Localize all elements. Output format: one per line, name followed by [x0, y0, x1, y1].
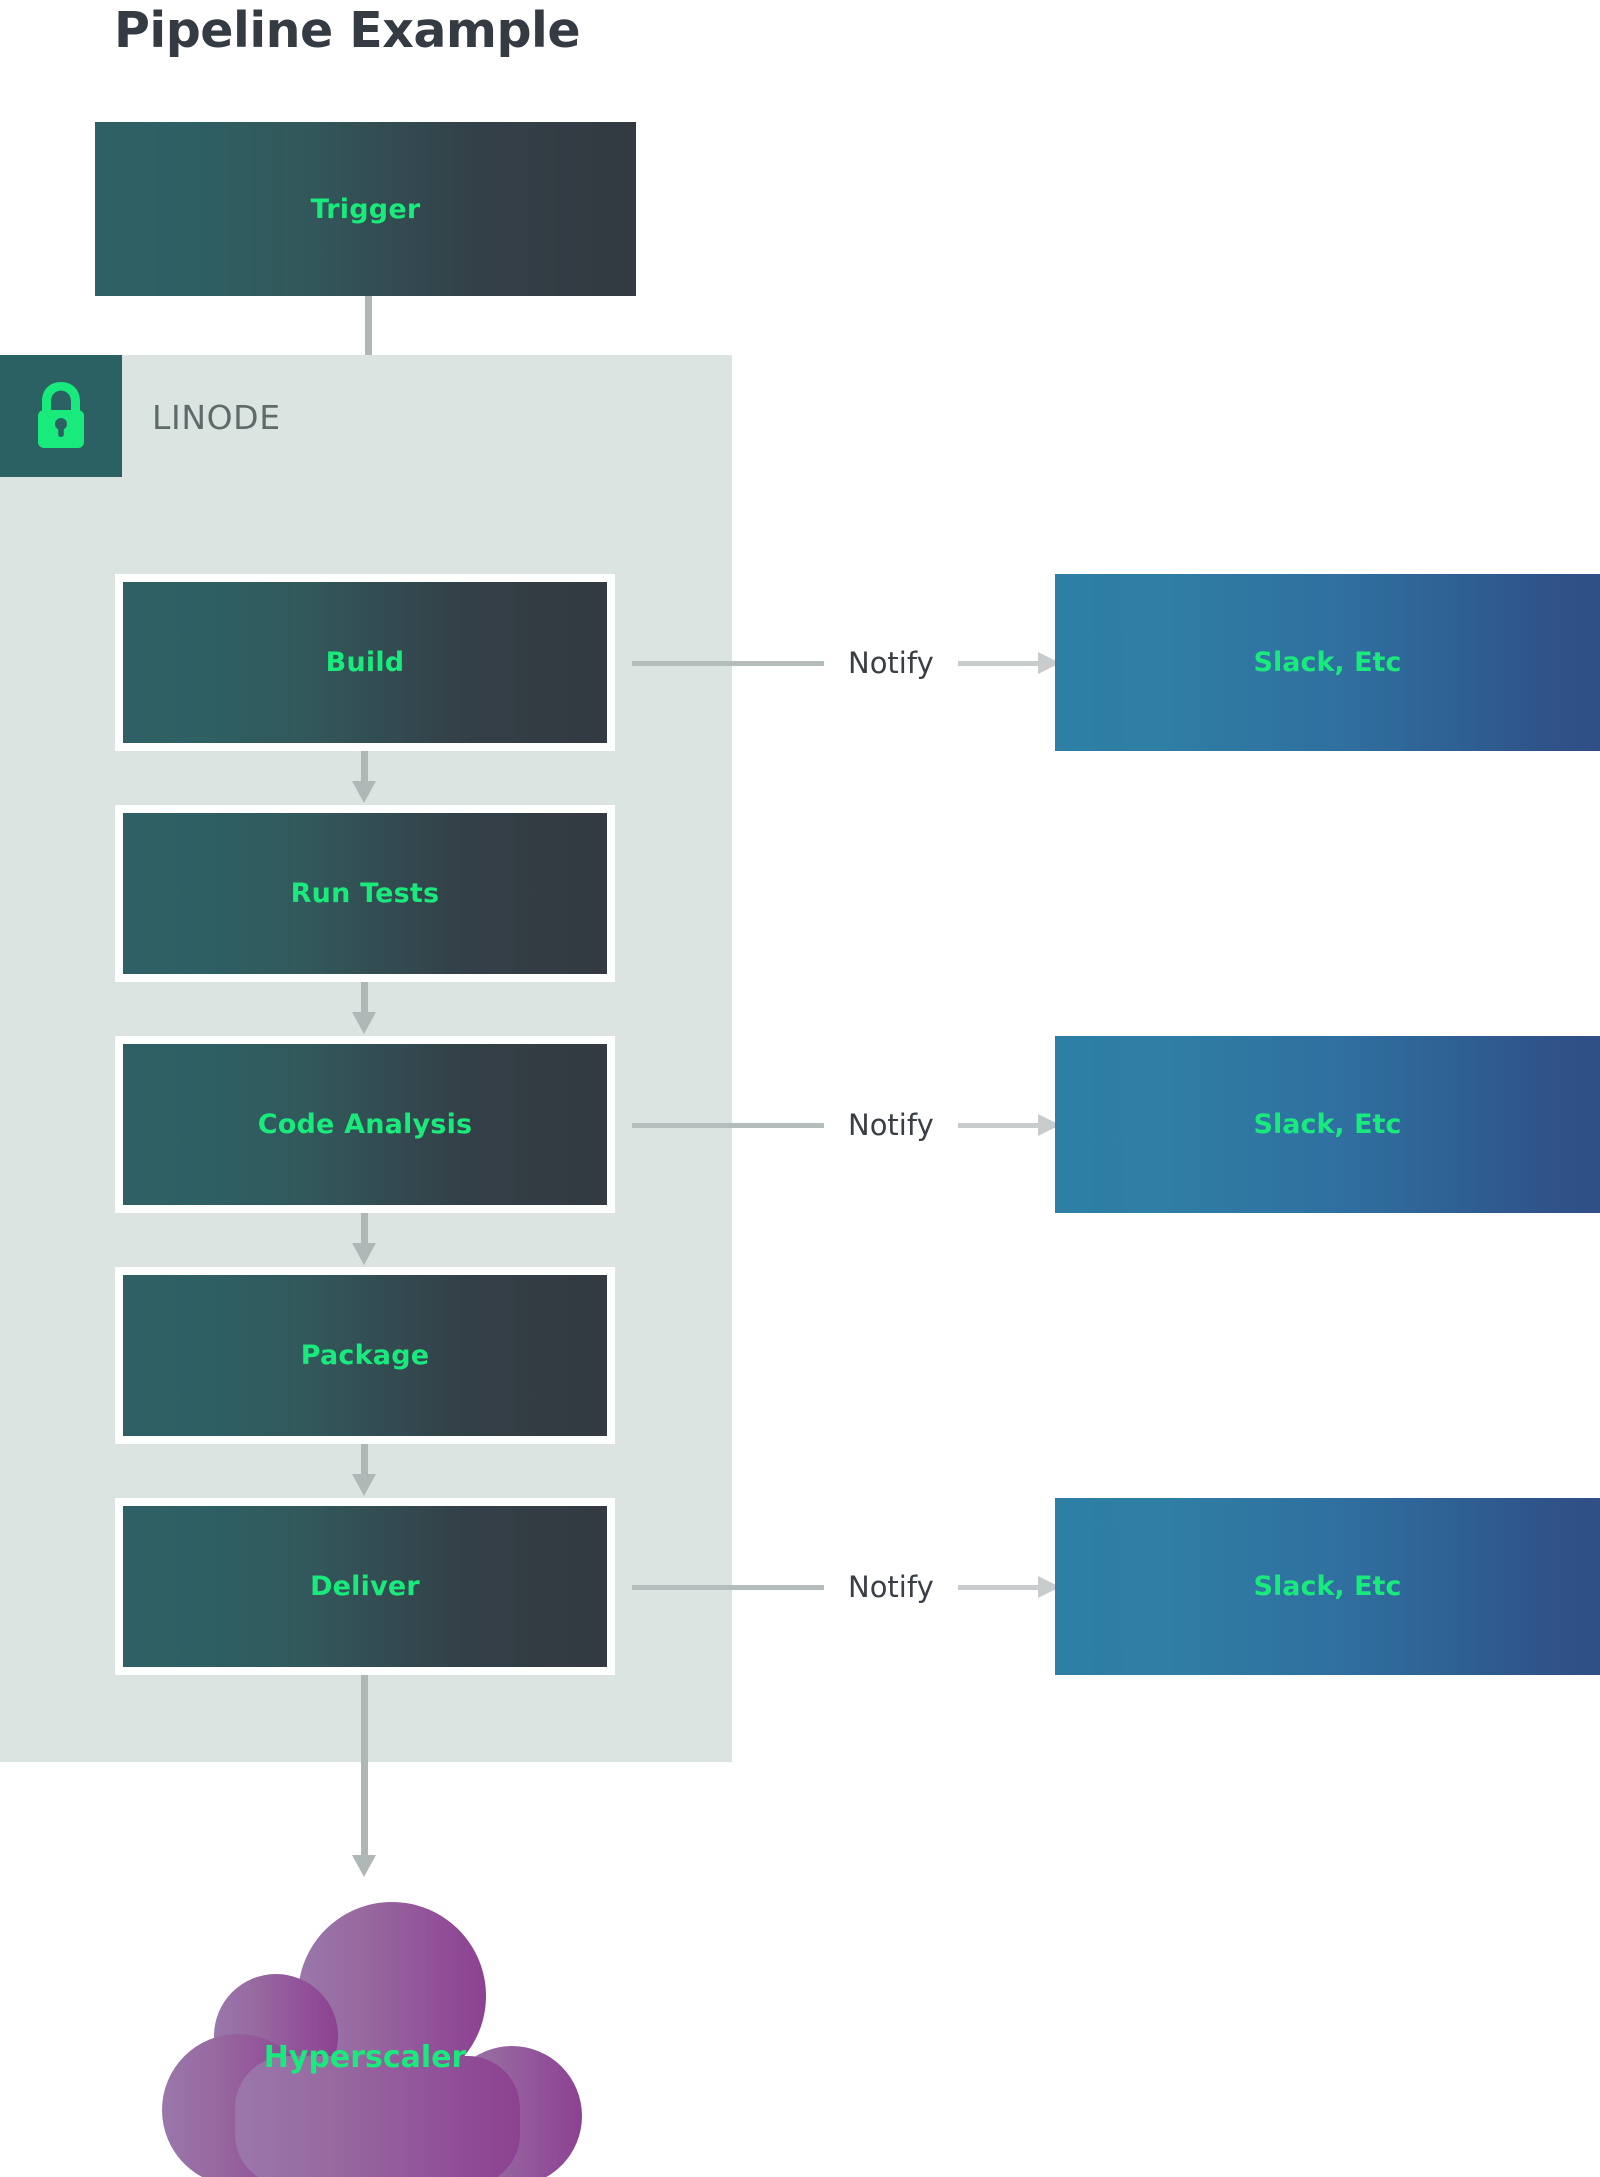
notify-target-label: Slack, Etc [1253, 1571, 1402, 1602]
notify-arrow-icon [957, 1575, 1060, 1598]
stage-box-deliver[interactable]: Deliver [115, 1498, 615, 1675]
notify-arrow-icon [957, 1113, 1060, 1136]
linode-label: LINODE [152, 398, 281, 437]
notify-target-box-code-analysis[interactable]: Slack, Etc [1055, 1036, 1600, 1213]
notify-label: Notify [848, 646, 934, 680]
notify-line-icon [632, 1122, 824, 1128]
stage-box-package[interactable]: Package [115, 1267, 615, 1444]
arrow-code-analysis-to-package [352, 1213, 376, 1265]
notify-label: Notify [848, 1108, 934, 1142]
hyperscaler-cloud[interactable]: Hyperscaler [140, 1888, 590, 2177]
linode-lock-tile [0, 355, 122, 477]
notify-target-box-deliver[interactable]: Slack, Etc [1055, 1498, 1600, 1675]
notify-connector-deliver: Notify [632, 1567, 1060, 1607]
stage-label-package: Package [300, 1340, 430, 1371]
stage-box-code-analysis[interactable]: Code Analysis [115, 1036, 615, 1213]
stage-box-build[interactable]: Build [115, 574, 615, 751]
cloud-icon [162, 1902, 582, 2177]
arrow-build-to-run-tests [352, 751, 376, 803]
stage-label-deliver: Deliver [310, 1571, 420, 1602]
arrow-run-tests-to-code-analysis [352, 982, 376, 1034]
lock-icon [29, 378, 93, 454]
notify-target-label: Slack, Etc [1253, 1109, 1402, 1140]
stage-label-run-tests: Run Tests [290, 878, 440, 909]
arrow-package-to-deliver [352, 1444, 376, 1496]
trigger-label: Trigger [310, 193, 421, 225]
notify-line-icon [632, 660, 824, 666]
stage-label-build: Build [325, 647, 405, 678]
notify-label: Notify [848, 1570, 934, 1604]
notify-line-icon [632, 1584, 824, 1590]
stage-box-run-tests[interactable]: Run Tests [115, 805, 615, 982]
notify-arrow-icon [957, 651, 1060, 674]
notify-target-box-build[interactable]: Slack, Etc [1055, 574, 1600, 751]
notify-target-label: Slack, Etc [1253, 647, 1402, 678]
notify-connector-build: Notify [632, 643, 1060, 683]
notify-connector-code-analysis: Notify [632, 1105, 1060, 1145]
page-title: Pipeline Example [114, 2, 581, 59]
arrow-deliver-to-hyperscaler [352, 1675, 376, 1877]
trigger-box[interactable]: Trigger [95, 122, 636, 296]
stage-label-code-analysis: Code Analysis [257, 1109, 473, 1140]
